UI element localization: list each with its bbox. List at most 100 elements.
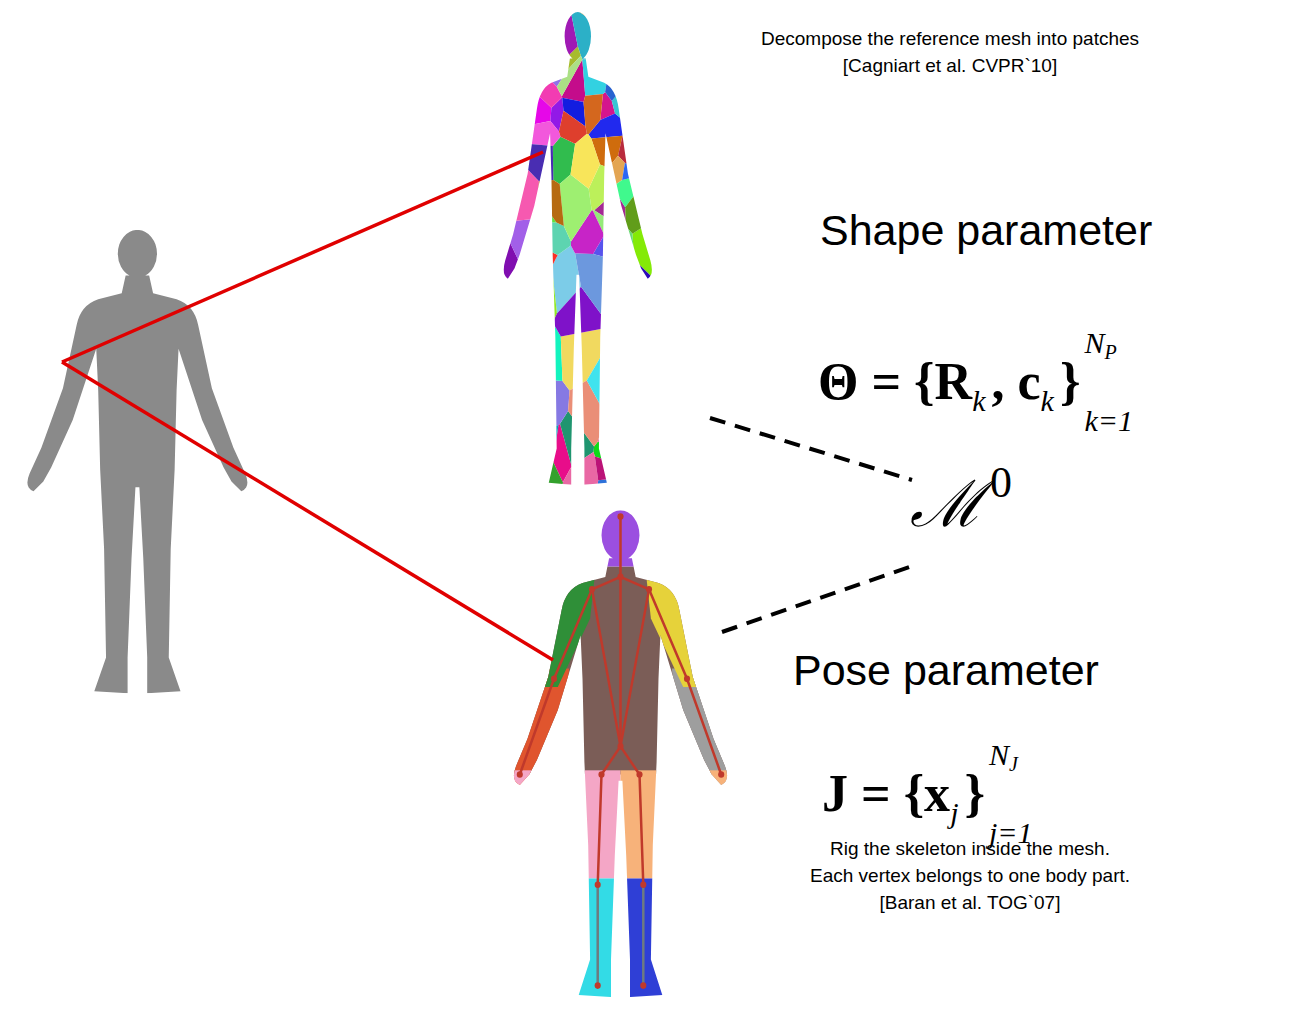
model-symbol: ℳ — [910, 468, 984, 542]
mesh-patch — [606, 257, 614, 324]
mesh-patch — [587, 343, 620, 408]
rigged-mesh — [497, 502, 744, 1001]
mesh-patch — [515, 361, 542, 400]
right-thigh-bone — [621, 746, 644, 884]
mesh-patch — [500, 449, 529, 483]
mesh-patch — [569, 4, 618, 35]
mesh-patch — [503, 62, 523, 92]
mesh-patch — [492, 218, 506, 300]
mesh-patch — [517, 265, 552, 310]
mesh-patch — [500, 81, 531, 127]
formula-limits: NPk=1 — [1084, 326, 1133, 438]
mesh-patch — [492, 414, 504, 450]
mesh-patch — [518, 245, 557, 274]
mesh-patch — [492, 127, 501, 145]
patch-mesh — [492, 4, 664, 489]
mesh-patch — [506, 427, 529, 451]
mesh-patch — [636, 29, 664, 80]
formula-index: N — [1084, 326, 1104, 360]
mesh-patch — [597, 479, 623, 489]
spine-bone — [619, 517, 622, 747]
skeleton-joints — [517, 513, 724, 989]
mesh-patch — [641, 418, 664, 444]
mesh-patch — [492, 59, 506, 104]
skeleton-joint — [595, 881, 601, 888]
formula-term: J = {x — [822, 764, 950, 823]
reference-mesh — [10, 222, 265, 697]
right-shin-part — [621, 878, 745, 1001]
mesh-patch — [534, 458, 563, 489]
correspondence-line — [62, 152, 543, 362]
mesh-patch — [608, 260, 664, 333]
mesh-patch — [575, 253, 607, 322]
mesh-patch — [492, 395, 510, 432]
mesh-patch — [625, 196, 643, 234]
formula-index: N — [989, 738, 1009, 772]
mesh-patch — [620, 69, 647, 101]
caption-note: Each vertex belongs to one body part. — [810, 865, 1130, 887]
left-shin-part — [497, 878, 621, 1001]
citation: [Baran et al. TOG`07] — [880, 892, 1061, 914]
mesh-patch — [636, 170, 652, 200]
skeleton-joint — [551, 675, 557, 682]
mesh-patch — [624, 41, 642, 69]
formula-index: k — [972, 384, 985, 418]
formula-index: j=1 — [989, 816, 1033, 850]
mesh-patch — [570, 134, 599, 189]
mesh-patch — [612, 86, 638, 125]
mesh-patch — [537, 78, 562, 108]
mesh-patch — [632, 228, 663, 288]
dashed-link — [710, 418, 912, 480]
skeleton-joint — [595, 982, 601, 989]
formula-index: P — [1104, 341, 1116, 364]
formula-term: } — [1060, 352, 1081, 411]
dashed-link — [722, 566, 912, 632]
mesh-patch — [617, 4, 644, 42]
mesh-patch — [517, 454, 545, 489]
mesh-patch — [529, 425, 558, 461]
formula-limit-row: k=1 — [1084, 404, 1133, 438]
mesh-fill — [10, 222, 265, 697]
formula: J = {xj}NJj=1 — [822, 738, 1033, 850]
formula-limit-row: NP — [1084, 326, 1133, 364]
mesh-patch — [509, 413, 534, 451]
formula-term: Θ = {R — [818, 352, 972, 411]
skeleton-joint — [646, 586, 652, 593]
mesh-patch — [531, 268, 556, 323]
parameter-heading: Shape parameter — [820, 206, 1152, 255]
mesh-patch — [501, 22, 533, 73]
mesh-patch — [607, 227, 634, 266]
mesh-patch — [641, 197, 663, 228]
formula-limit-row: j=1 — [989, 816, 1033, 850]
skeleton-joint — [589, 586, 595, 593]
skeleton-joint — [517, 771, 523, 778]
caption-note: Rig the skeleton inside the mesh. — [830, 838, 1110, 860]
mesh-patch — [634, 462, 664, 489]
right-forearm-part — [672, 668, 744, 814]
mesh-patch — [636, 378, 663, 426]
mesh-patch — [537, 379, 570, 428]
citation: [Cagniart et al. CVPR`10] — [843, 55, 1057, 77]
skeleton-joint — [718, 771, 724, 778]
mesh-patch — [626, 366, 663, 419]
mesh-patch — [609, 332, 643, 397]
mesh-patch — [538, 180, 564, 226]
mesh-patch — [492, 337, 520, 397]
mesh-patch — [562, 452, 598, 489]
mesh-patch — [499, 4, 538, 50]
skeleton-joint — [617, 513, 623, 520]
skeleton-joint — [640, 881, 646, 888]
formula: Θ = {Rk, ck}NPk=1 — [818, 326, 1133, 438]
skeleton-joint — [636, 771, 642, 778]
left-upperarm-part — [497, 566, 596, 687]
left-forearm-part — [497, 668, 569, 814]
mesh-patch — [500, 167, 539, 222]
mesh-patch — [622, 163, 637, 180]
mesh-patch — [610, 261, 628, 316]
formula-index: J — [1009, 753, 1018, 776]
left-shin-bone — [596, 885, 599, 986]
mesh-patch — [651, 151, 663, 208]
formula-index: j — [950, 796, 958, 830]
mesh-patch — [492, 145, 502, 171]
